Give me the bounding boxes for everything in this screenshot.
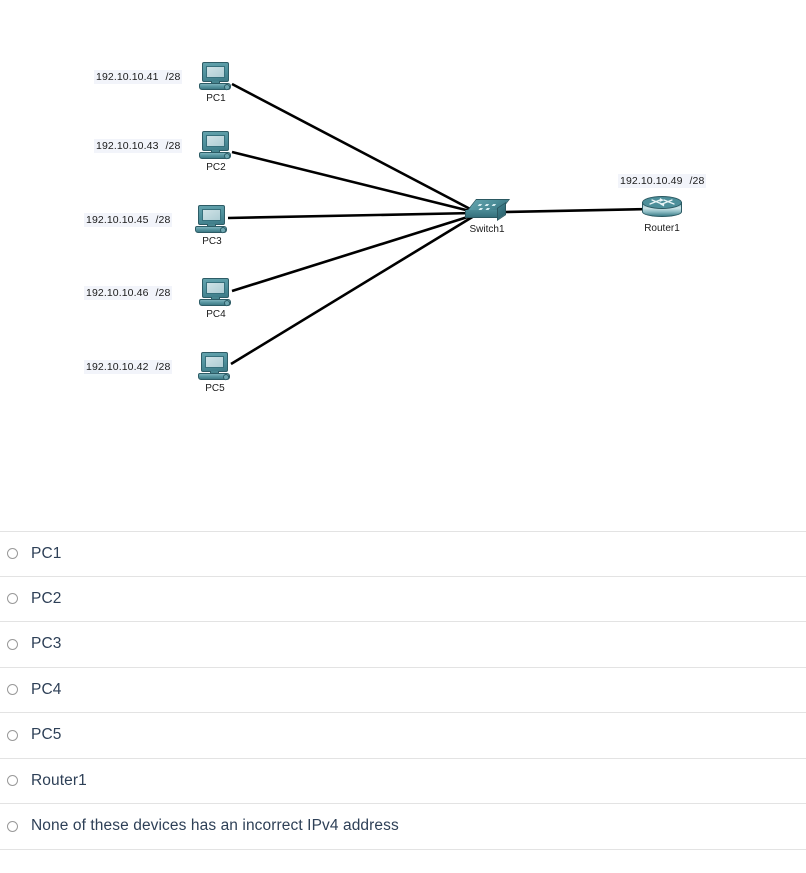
option-row-router1[interactable]: Router1: [0, 758, 806, 804]
pc-icon: [195, 205, 229, 235]
link-lines: [227, 82, 653, 366]
ip-address-pc5: 192.10.10.42: [86, 361, 149, 373]
ip-label-pc2: 192.10.10.43/28: [94, 139, 183, 153]
network-topology-diagram: 192.10.10.41/28 PC1 192.10.10.43/28 PC2 …: [84, 62, 707, 394]
device-label-router1: Router1: [644, 223, 680, 234]
answer-options-list: PC1 PC2 PC3 PC4 PC5 Router1 None of thes…: [0, 531, 806, 850]
option-row-pc2[interactable]: PC2: [0, 576, 806, 622]
ip-prefix-pc3: /28: [155, 214, 171, 226]
ip-prefix-pc5: /28: [155, 361, 171, 373]
ip-label-pc5: 192.10.10.42/28: [84, 360, 173, 374]
link-pc2-switch1: [231, 150, 475, 214]
link-pc5-switch1: [230, 214, 475, 366]
pc-icon: [199, 278, 233, 308]
router-icon: [642, 196, 682, 222]
ip-label-router1: 192.10.10.49/28: [618, 174, 707, 188]
device-label-pc4: PC4: [206, 309, 226, 320]
device-label-pc3: PC3: [202, 236, 222, 247]
option-label: PC4: [31, 680, 62, 698]
radio-button-icon[interactable]: [7, 775, 18, 787]
radio-button-icon[interactable]: [7, 729, 18, 741]
radio-button-icon[interactable]: [7, 820, 18, 832]
device-router1[interactable]: Router1: [642, 196, 682, 234]
ip-prefix-pc4: /28: [155, 287, 171, 299]
radio-button-icon[interactable]: [7, 684, 18, 696]
ip-label-pc3: 192.10.10.45/28: [84, 213, 173, 227]
ip-address-pc3: 192.10.10.45: [86, 214, 149, 226]
option-row-pc3[interactable]: PC3: [0, 622, 806, 668]
device-pc5[interactable]: PC5: [198, 352, 232, 394]
option-row-pc5[interactable]: PC5: [0, 713, 806, 759]
pc-icon: [198, 352, 232, 382]
radio-button-icon[interactable]: [7, 638, 18, 650]
option-label: PC1: [31, 544, 62, 562]
option-label: None of these devices has an incorrect I…: [31, 817, 399, 835]
device-pc3[interactable]: PC3: [195, 205, 229, 247]
device-pc4[interactable]: PC4: [199, 278, 233, 320]
ip-label-pc1: 192.10.10.41/28: [94, 70, 183, 84]
option-row-pc4[interactable]: PC4: [0, 667, 806, 713]
device-label-pc1: PC1: [206, 93, 226, 104]
ip-prefix-router1: /28: [689, 175, 705, 187]
link-switch1-router1: [504, 207, 653, 214]
radio-button-icon[interactable]: [7, 593, 18, 605]
option-label: PC3: [31, 635, 62, 653]
ip-address-pc1: 192.10.10.41: [96, 71, 159, 83]
device-label-pc2: PC2: [206, 162, 226, 173]
option-row-none[interactable]: None of these devices has an incorrect I…: [0, 804, 806, 850]
device-label-switch1: Switch1: [469, 224, 505, 235]
pc-icon: [199, 62, 233, 92]
radio-button-icon[interactable]: [7, 548, 18, 560]
device-pc2[interactable]: PC2: [199, 131, 233, 173]
link-pc1-switch1: [231, 82, 475, 213]
ip-address-router1: 192.10.10.49: [620, 175, 683, 187]
switch-icon: [465, 199, 511, 223]
option-label: PC5: [31, 726, 62, 744]
device-pc1[interactable]: PC1: [199, 62, 233, 104]
option-row-pc1[interactable]: PC1: [0, 531, 806, 577]
option-label: PC2: [31, 589, 62, 607]
device-switch1[interactable]: Switch1: [465, 199, 511, 235]
ip-label-pc4: 192.10.10.46/28: [84, 286, 173, 300]
link-pc3-switch1: [227, 211, 475, 220]
option-label: Router1: [31, 771, 87, 789]
ip-address-pc4: 192.10.10.46: [86, 287, 149, 299]
device-label-pc5: PC5: [205, 383, 225, 394]
ip-prefix-pc2: /28: [165, 140, 181, 152]
pc-icon: [199, 131, 233, 161]
ip-prefix-pc1: /28: [165, 71, 181, 83]
ip-address-pc2: 192.10.10.43: [96, 140, 159, 152]
link-pc4-switch1: [231, 213, 475, 293]
